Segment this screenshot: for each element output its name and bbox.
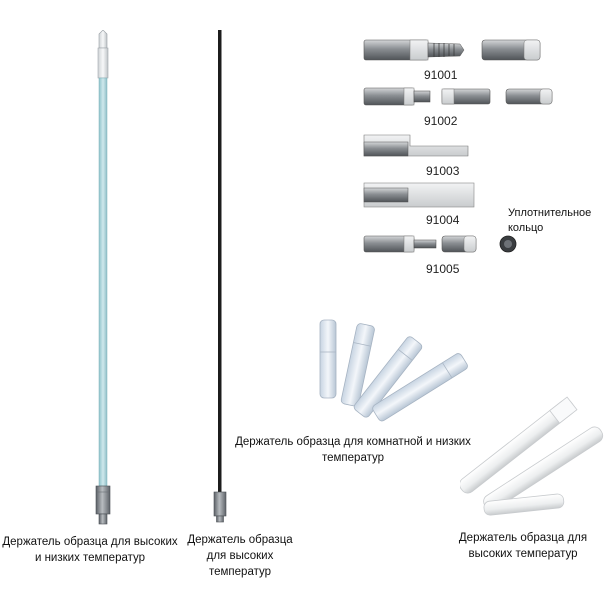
part-91003 <box>363 134 469 157</box>
quartz-holders-illustration <box>319 319 468 422</box>
caption-rod-high-temp: Держатель образца для высоких температур <box>187 534 293 578</box>
part-91005 <box>363 235 517 253</box>
part-91001 <box>363 39 541 61</box>
part-code-91001: 91001 <box>424 68 458 82</box>
seal-ring-label: Уплотнительное кольцо <box>508 207 592 234</box>
caption-holders-high-temp: Держатель образца для высоких температур <box>458 532 588 560</box>
part-code-91002: 91002 <box>424 114 458 128</box>
part-code-91005: 91005 <box>426 262 460 276</box>
part-code-91003: 91003 <box>426 164 460 178</box>
rod-high-temp-illustration <box>213 30 227 523</box>
caption-rod-high-low-temp: Держатель образца для высоких и низких т… <box>2 536 178 564</box>
part-code-91004: 91004 <box>426 213 460 227</box>
ceramic-holders-illustration <box>460 396 604 516</box>
part-91004 <box>363 182 475 208</box>
rod-high-low-temp-illustration <box>95 30 111 525</box>
part-91002 <box>363 87 553 106</box>
parts-catalogue-illustration <box>363 39 553 253</box>
caption-holders-room-low-temp: Держатель образца для комнатной и низких… <box>235 436 471 464</box>
